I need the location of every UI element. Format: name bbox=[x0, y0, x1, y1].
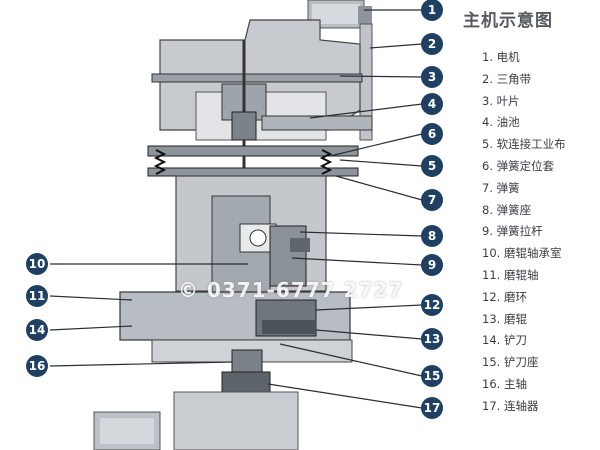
legend-item: 16. 主轴 bbox=[482, 376, 527, 391]
callout-7: 7 bbox=[421, 189, 443, 211]
callout-9: 9 bbox=[421, 254, 443, 276]
legend-item: 1. 电机 bbox=[482, 50, 520, 64]
svg-text:11: 11 bbox=[29, 289, 46, 303]
legend-item: 8. 弹簧座 bbox=[482, 202, 532, 217]
callout-5: 5 bbox=[421, 155, 443, 177]
legend-item: 13. 磨辊 bbox=[482, 311, 527, 326]
legend-item: 15. 铲刀座 bbox=[482, 355, 539, 370]
oil-pool bbox=[261, 115, 373, 131]
svg-text:15: 15 bbox=[424, 369, 441, 383]
legend-item: 10. 磨辊轴承室 bbox=[482, 246, 562, 261]
callout-17: 17 bbox=[421, 397, 443, 419]
legend-item: 4. 油池 bbox=[482, 115, 520, 130]
legend-item: 12. 磨环 bbox=[482, 289, 527, 304]
callout-14: 14 bbox=[26, 319, 48, 341]
callout-6: 6 bbox=[421, 123, 443, 145]
callout-3: 3 bbox=[421, 66, 443, 88]
legend-item: 5. 软连接工业布 bbox=[482, 137, 566, 152]
legend-item: 2. 三角带 bbox=[482, 71, 532, 86]
legend-item: 11. 磨辊轴 bbox=[482, 267, 539, 282]
callout-1: 1 bbox=[421, 0, 443, 21]
legend-item: 14. 铲刀 bbox=[482, 333, 527, 348]
svg-text:6: 6 bbox=[428, 127, 436, 141]
spring-right bbox=[319, 149, 333, 175]
main-shaft bbox=[231, 349, 263, 375]
svg-text:4: 4 bbox=[428, 97, 436, 111]
legend-item: 17. 连轴器 bbox=[482, 398, 539, 413]
callout-2: 2 bbox=[421, 33, 443, 55]
svg-text:14: 14 bbox=[29, 323, 46, 337]
svg-text:7: 7 bbox=[428, 193, 436, 207]
svg-text:13: 13 bbox=[424, 332, 441, 346]
watermark: © 0371-6777 2727 bbox=[178, 278, 404, 302]
legend-item: 7. 弹簧 bbox=[482, 180, 520, 195]
svg-text:3: 3 bbox=[428, 70, 436, 84]
svg-text:9: 9 bbox=[428, 258, 436, 272]
legend-item: 9. 弹簧拉杆 bbox=[482, 224, 543, 239]
svg-text:17: 17 bbox=[424, 401, 441, 415]
callout-15: 15 bbox=[421, 365, 443, 387]
spring-left bbox=[153, 149, 167, 175]
legend-item: 6. 弹簧定位套 bbox=[482, 158, 555, 173]
mill-machine-drawing bbox=[93, 0, 373, 450]
legend-item: 3. 叶片 bbox=[482, 93, 520, 108]
callout-16: 16 bbox=[26, 355, 48, 377]
svg-text:12: 12 bbox=[424, 298, 441, 312]
svg-text:2: 2 bbox=[428, 37, 436, 51]
callout-13: 13 bbox=[421, 328, 443, 350]
svg-text:8: 8 bbox=[428, 229, 436, 243]
svg-text:10: 10 bbox=[29, 257, 46, 271]
callout-11: 11 bbox=[26, 285, 48, 307]
reducer bbox=[173, 391, 299, 450]
callout-8: 8 bbox=[421, 225, 443, 247]
svg-text:16: 16 bbox=[29, 359, 46, 373]
svg-text:1: 1 bbox=[428, 3, 436, 17]
callout-12: 12 bbox=[421, 294, 443, 316]
diagram-title: 主机示意图 bbox=[463, 11, 553, 31]
leader-lines bbox=[49, 9, 423, 409]
callout-10: 10 bbox=[26, 253, 48, 275]
callout-4: 4 bbox=[421, 93, 443, 115]
svg-text:5: 5 bbox=[428, 159, 436, 173]
parts-legend: 1. 电机 2. 三角带 3. 叶片 4. 油池 5. 软连接工业布 6. 弹簧… bbox=[482, 47, 566, 418]
